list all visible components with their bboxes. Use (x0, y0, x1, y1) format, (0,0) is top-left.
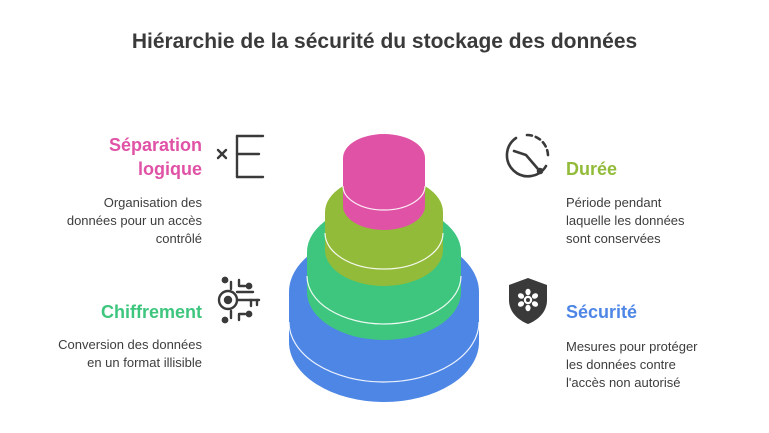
desc-line: Période pendant (566, 195, 662, 210)
desc-line: sont conservées (566, 231, 661, 246)
logical-separation-icon (216, 134, 265, 179)
desc-encryption: Conversion des données en un format illi… (10, 336, 202, 372)
desc-line: les données contre (566, 357, 676, 372)
heading-line: Durée (566, 159, 618, 179)
security-shield-icon (509, 278, 547, 324)
desc-line: l'accès non autorisé (566, 375, 681, 390)
heading-logical-separation: Séparation logique (40, 133, 202, 181)
tier-logical-separation (342, 134, 426, 230)
desc-line: Conversion des données (58, 337, 202, 352)
page-title: Hiérarchie de la sécurité du stockage de… (131, 30, 638, 53)
desc-line: laquelle les données (566, 213, 685, 228)
heading-line: Sécurité (566, 302, 638, 322)
heading-duration: Durée (566, 157, 746, 181)
desc-line: Mesures pour protéger (566, 339, 698, 354)
desc-duration: Période pendant laquelle les données son… (566, 194, 756, 248)
heading-security: Sécurité (566, 300, 746, 324)
duration-clock-icon (505, 133, 550, 178)
desc-line: données pour un accès (66, 213, 202, 228)
encryption-key-icon (217, 276, 261, 324)
desc-line: contrôlé (155, 231, 202, 246)
heading-line: Séparation (108, 135, 202, 155)
desc-security: Mesures pour protéger les données contre… (566, 338, 756, 392)
desc-line: Organisation des (103, 195, 202, 210)
desc-line: en un format illisible (87, 355, 202, 370)
heading-encryption: Chiffrement (40, 300, 202, 324)
heading-line: Chiffrement (100, 302, 202, 322)
desc-logical-separation: Organisation des données pour un accès c… (20, 194, 202, 248)
heading-line: logique (138, 159, 202, 179)
